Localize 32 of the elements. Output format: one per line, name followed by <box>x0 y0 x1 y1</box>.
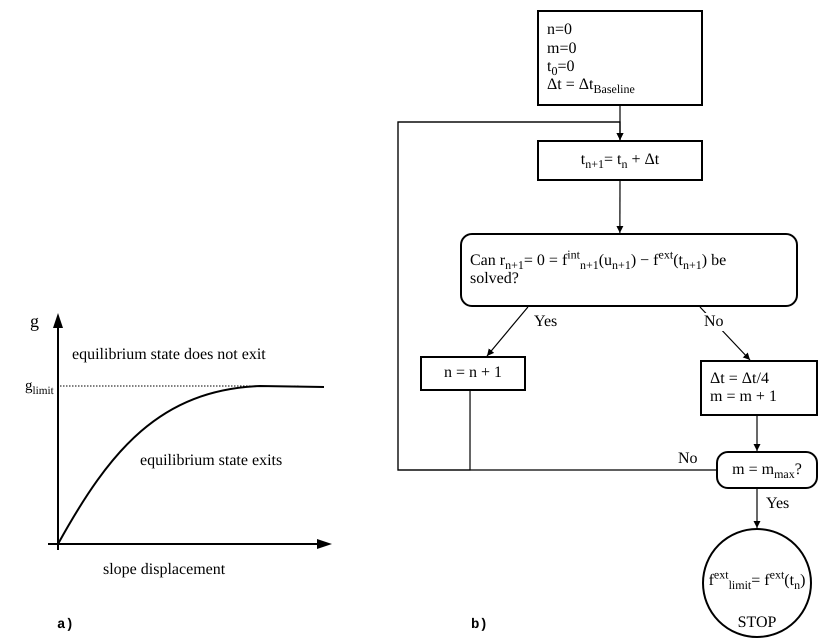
decision-box <box>716 451 818 489</box>
node-text: m=0 <box>547 40 576 58</box>
node-text: Δt = Δt$_{Baseline}$ <box>547 76 635 95</box>
arrow <box>754 416 760 451</box>
node-text: m = m + 1 <box>710 388 777 406</box>
node-text: t$_{0}$=0 <box>547 58 574 76</box>
node-text: f$^{ext}$$_{limit}$= f$^{ext}$(t$_{n}$) <box>708 566 806 590</box>
chart-label: g$_{limit}$ <box>25 378 54 394</box>
process-box <box>537 10 703 106</box>
edge-label: No <box>702 313 726 331</box>
node-text: Δt = Δt/4 <box>710 370 769 388</box>
arrow <box>397 121 624 471</box>
panel-label: a) <box>57 618 74 634</box>
process-box <box>700 360 818 416</box>
chart-label: equilibrium state exits <box>140 452 282 470</box>
node-text: m = m$_{max}$? <box>732 460 802 480</box>
node-text: n = n + 1 <box>444 364 502 383</box>
chart-label: slope displacement <box>103 561 226 579</box>
decision-box <box>460 233 798 307</box>
arrow <box>754 489 760 528</box>
node-text: STOP <box>738 614 776 632</box>
chart-label: g <box>30 312 39 332</box>
arrow <box>486 306 528 356</box>
process-box <box>420 356 526 391</box>
chart-label: equilibrium state does not exit <box>72 346 266 364</box>
node-text: t$_{n+1}$= t$_{n}$ + Δt <box>580 151 660 170</box>
node-text: n=0 <box>547 21 572 40</box>
panel-label: b) <box>471 618 488 634</box>
arrow <box>616 181 624 233</box>
arrow <box>700 306 750 360</box>
node-text: Can r$_{n+1}$= 0 = f$^{int}$$_{n+1}$(u$_{n+1}$) − f$^{ext}$(t$_{n+1}$) be solved? <box>470 252 728 288</box>
process-box <box>537 140 703 181</box>
